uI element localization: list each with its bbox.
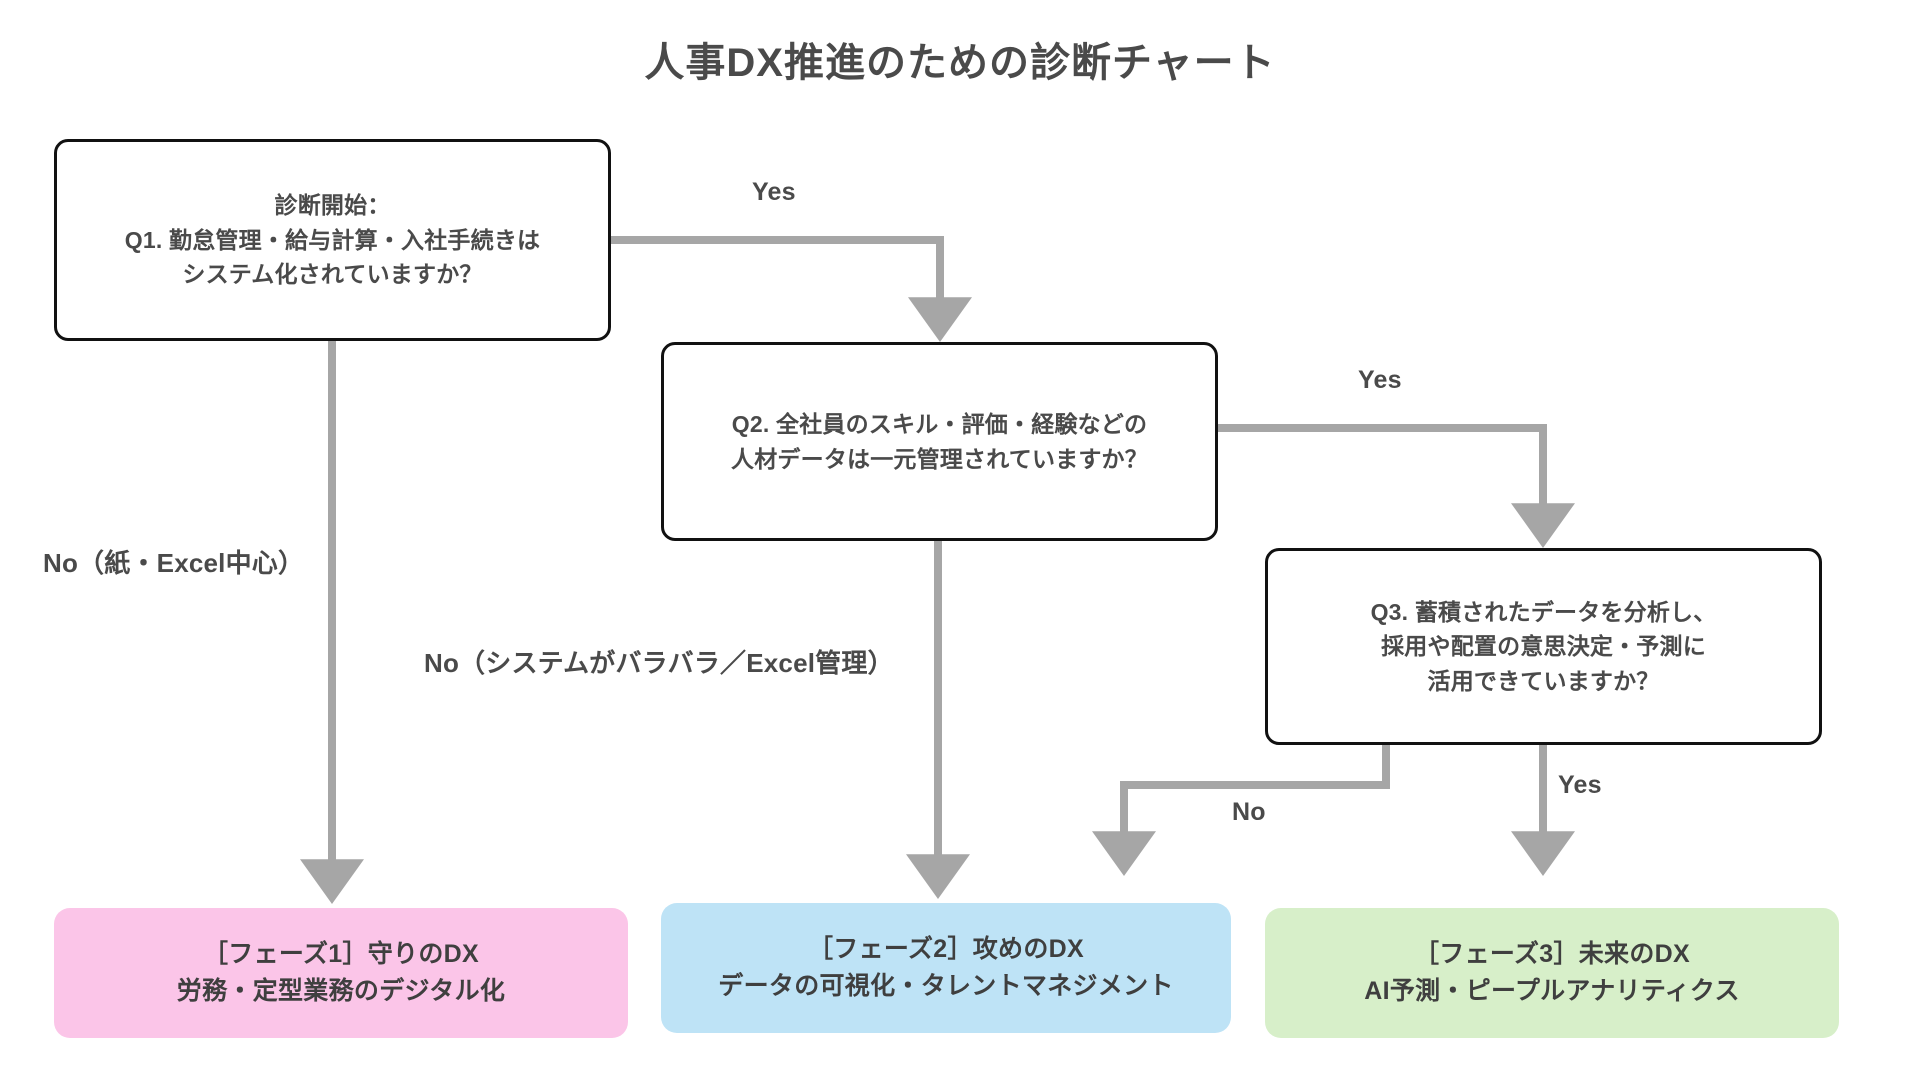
node-phase3-text: ［フェーズ3］未来のDX AI予測・ピープルアナリティクス [1364,939,1740,1006]
edge-label-q2-yes: Yes [1358,366,1402,394]
node-q2-text: Q2. 全社員のスキル・評価・経験などの 人材データは一元管理されていますか？ [731,411,1148,472]
edge-label-q1-yes: Yes [752,178,796,206]
node-q3[interactable]: Q3. 蓄積されたデータを分析し、 採用や配置の意思決定・予測に 活用できていま… [1265,548,1822,745]
page-title: 人事DX推進のための診断チャート [644,41,1276,85]
edge-label-q3-no: No [1232,798,1266,826]
node-phase1[interactable]: ［フェーズ1］守りのDX 労務・定型業務のデジタル化 [54,908,628,1038]
node-phase2-text: ［フェーズ2］攻めのDX データの可視化・タレントマネジメント [718,934,1174,1001]
node-q1[interactable]: 診断開始： Q1. 勤怠管理・給与計算・入社手続きは システム化されていますか？ [54,139,611,341]
node-q1-text: 診断開始： Q1. 勤怠管理・給与計算・入社手続きは システム化されていますか？ [124,192,541,288]
edge-q2-yes [1218,424,1575,549]
edge-label-q1-no: No（紙・Excel中心） [43,548,305,578]
node-phase1-text: ［フェーズ1］守りのDX 労務・定型業務のデジタル化 [176,939,506,1006]
node-q3-text: Q3. 蓄積されたデータを分析し、 採用や配置の意思決定・予測に 活用できていま… [1370,598,1717,694]
node-phase2[interactable]: ［フェーズ2］攻めのDX データの可視化・タレントマネジメント [661,903,1231,1033]
edge-label-q3-yes: Yes [1558,771,1602,799]
edge-q1-yes [611,236,972,343]
edge-label-q2-no: No（システムがバラバラ／Excel管理） [424,648,894,678]
node-q2[interactable]: Q2. 全社員のスキル・評価・経験などの 人材データは一元管理されていますか？ [661,342,1218,541]
node-phase3[interactable]: ［フェーズ3］未来のDX AI予測・ピープルアナリティクス [1265,908,1839,1038]
